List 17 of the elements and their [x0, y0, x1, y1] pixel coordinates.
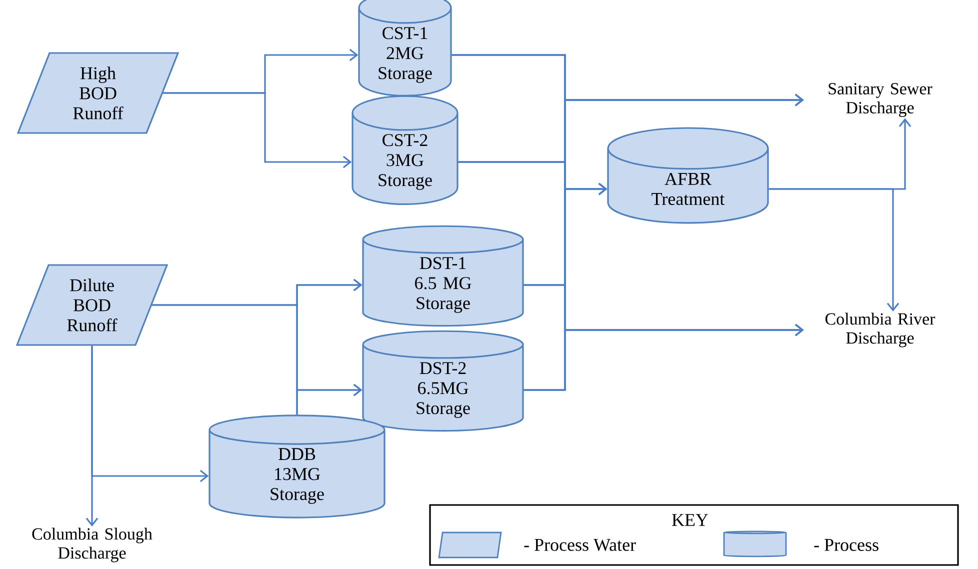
arrow	[86, 346, 98, 527]
discharge-label: Columbia Slough Discharge	[32, 528, 152, 562]
cylinder-tank: DDB 13MG Storage	[208, 414, 386, 518]
cylinder-tank: AFBR Treatment	[607, 127, 769, 224]
cylinder-tank: DST-2 6.5MG Storage	[362, 330, 524, 432]
discharge-label: Sanitary Sewer Discharge	[828, 83, 932, 117]
arrow	[524, 324, 804, 391]
legend-text: - Process	[814, 539, 878, 551]
arrow	[163, 92, 352, 168]
arrow	[296, 384, 362, 415]
cylinder-tank: CST-1 2MG Storage	[358, 0, 452, 97]
arrow	[768, 188, 900, 312]
discharge-label: Columbia River Discharge	[825, 312, 936, 348]
cylinder-tank: DST-1 6.5 MG Storage	[362, 225, 524, 327]
legend-text: - Process Water	[524, 538, 636, 552]
cylinder-tank: CST-2 3MG Storage	[352, 95, 458, 206]
key-title: KEY	[672, 514, 708, 526]
